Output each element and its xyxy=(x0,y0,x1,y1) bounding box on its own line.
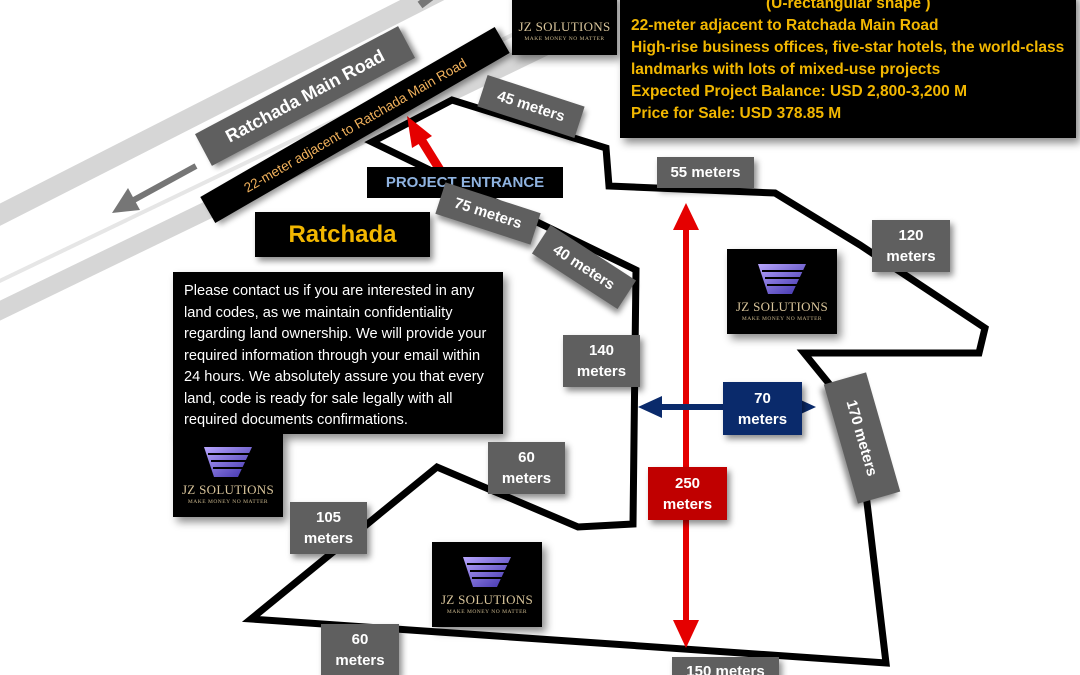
dimension-105-unit: meters xyxy=(303,530,354,547)
dimension-70-unit: meters xyxy=(737,410,788,428)
logo-top: JZ SOLUTIONS MAKE MONEY NO MATTER xyxy=(512,0,617,55)
contact-notice: Please contact us if you are interested … xyxy=(173,272,503,434)
dimension-60-bottom-unit: meters xyxy=(335,652,385,669)
info-line-shape: (U-rectangular shape ) xyxy=(766,0,931,12)
dimension-250-unit: meters xyxy=(662,495,713,513)
logo-name: JZ SOLUTIONS xyxy=(735,298,829,314)
info-line-highrise: High-rise business offices, five-star ho… xyxy=(631,39,1065,56)
logo-name: JZ SOLUTIONS xyxy=(518,18,611,34)
logo-right: JZ SOLUTIONS MAKE MONEY NO MATTER xyxy=(727,249,837,334)
dimension-60-middle-value: 60 xyxy=(518,449,535,466)
jz-logo-mark-icon xyxy=(204,446,252,477)
dimension-60-bottom-value: 60 xyxy=(351,631,369,648)
contact-text: Please contact us if you are interested … xyxy=(184,283,487,428)
logo-name: JZ SOLUTIONS xyxy=(440,591,534,607)
dimension-150: 150 meters xyxy=(672,657,779,675)
logo-tagline: MAKE MONEY NO MATTER xyxy=(524,35,605,42)
dimension-105: 105 meters xyxy=(290,502,367,554)
info-line-landmarks: landmarks with lots of mixed-use project… xyxy=(631,61,941,78)
logo-tagline: MAKE MONEY NO MATTER xyxy=(446,608,528,615)
district-text: Ratchada xyxy=(288,220,397,248)
dimension-170-text: 170 meters xyxy=(843,397,881,479)
logo-tagline: MAKE MONEY NO MATTER xyxy=(741,315,823,322)
logo-bottom: JZ SOLUTIONS MAKE MONEY NO MATTER xyxy=(432,542,542,627)
dimension-70: 70 meters xyxy=(723,382,802,435)
dimension-250: 250 meters xyxy=(648,467,727,520)
dimension-70-value: 70 xyxy=(754,389,771,407)
dimension-55: 55 meters xyxy=(657,157,754,188)
jz-logo-mark-icon xyxy=(463,556,511,587)
depth-arrow-250 xyxy=(673,203,699,648)
info-line-price: Price for Sale: USD 378.85 M xyxy=(631,105,842,122)
info-line-road: 22-meter adjacent to Ratchada Main Road xyxy=(631,17,939,34)
logo-left: JZ SOLUTIONS MAKE MONEY NO MATTER xyxy=(173,432,283,517)
jz-logo-mark-icon xyxy=(758,263,806,294)
dimension-140-value: 140 xyxy=(588,342,615,359)
dimension-60-middle-unit: meters xyxy=(501,470,552,487)
dimension-250-value: 250 xyxy=(674,474,701,492)
road-direction-arrow xyxy=(112,0,434,213)
project-info-box: (U-rectangular shape ) 22-meter adjacent… xyxy=(620,0,1076,138)
dimension-60-bottom: 60 meters xyxy=(321,624,399,675)
dimension-120-value: 120 xyxy=(898,227,924,244)
district-label: Ratchada xyxy=(255,212,430,257)
entrance-arrow xyxy=(407,116,444,173)
info-line-balance: Expected Project Balance: USD 2,800-3,20… xyxy=(631,83,967,100)
project-entrance-text: PROJECT ENTRANCE xyxy=(385,174,545,191)
dimension-60-middle: 60 meters xyxy=(488,442,565,494)
dimension-150-text: 150 meters xyxy=(686,663,765,675)
logo-name: JZ SOLUTIONS xyxy=(181,481,275,497)
property-boundary xyxy=(241,96,989,667)
dimension-55-text: 55 meters xyxy=(670,164,741,181)
dimension-140-unit: meters xyxy=(576,363,627,380)
dimension-120: 120 meters xyxy=(872,220,950,272)
dimension-105-value: 105 xyxy=(315,509,342,526)
logo-tagline: MAKE MONEY NO MATTER xyxy=(187,498,269,505)
dimension-140: 140 meters xyxy=(563,335,640,387)
dimension-120-unit: meters xyxy=(886,248,936,265)
